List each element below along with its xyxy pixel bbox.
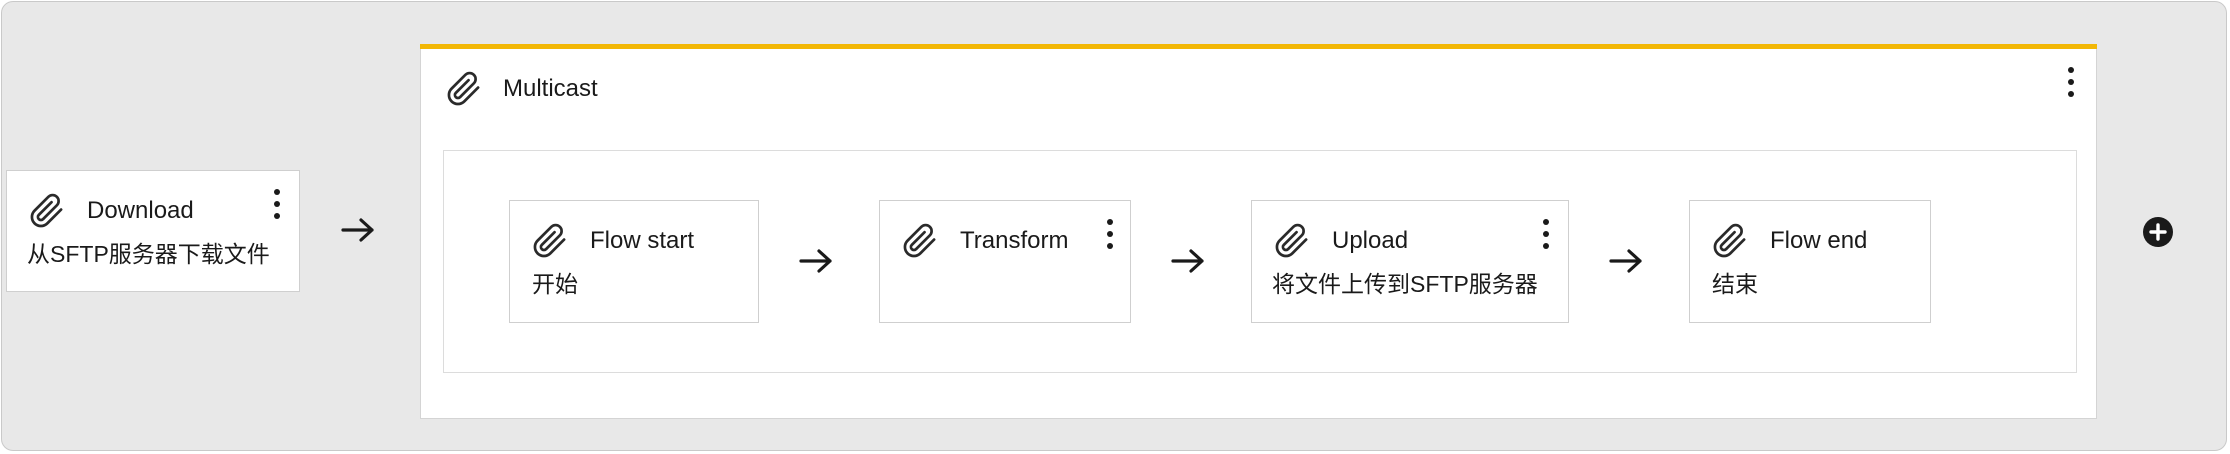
flow-start-node[interactable]: Flow start 开始 bbox=[509, 200, 759, 323]
paperclip-icon bbox=[902, 223, 938, 259]
flow-start-description: 开始 bbox=[532, 271, 578, 297]
paperclip-icon bbox=[446, 71, 482, 107]
arrow-right-icon bbox=[340, 216, 376, 244]
multicast-container[interactable]: Multicast Flow start 开始 bbox=[420, 44, 2097, 419]
multicast-branch: Flow start 开始 Transform bbox=[443, 150, 2077, 373]
transform-title: Transform bbox=[960, 227, 1069, 254]
download-node-menu-button[interactable] bbox=[269, 187, 285, 223]
upload-menu-button[interactable] bbox=[1538, 217, 1554, 253]
arrow-right-icon bbox=[1608, 247, 1644, 275]
upload-description: 将文件上传到SFTP服务器 bbox=[1272, 271, 1538, 297]
flow-end-title: Flow end bbox=[1770, 227, 1868, 254]
transform-menu-button[interactable] bbox=[1102, 217, 1118, 253]
upload-title: Upload bbox=[1332, 227, 1409, 254]
paperclip-icon bbox=[1274, 223, 1310, 259]
multicast-accent-bar bbox=[420, 44, 2097, 49]
plus-circle-icon bbox=[2143, 217, 2173, 247]
upload-node[interactable]: Upload 将文件上传到SFTP服务器 bbox=[1251, 200, 1569, 323]
flow-end-description: 结束 bbox=[1712, 271, 1758, 297]
paperclip-icon bbox=[532, 223, 568, 259]
download-node-description: 从SFTP服务器下载文件 bbox=[27, 241, 270, 267]
paperclip-icon bbox=[29, 193, 65, 229]
arrow-right-icon bbox=[1170, 247, 1206, 275]
add-step-button[interactable] bbox=[2142, 216, 2174, 248]
multicast-title: Multicast bbox=[503, 75, 598, 102]
flow-start-title: Flow start bbox=[590, 227, 695, 254]
flow-end-node[interactable]: Flow end 结束 bbox=[1689, 200, 1931, 323]
download-node[interactable]: Download 从SFTP服务器下载文件 bbox=[6, 170, 300, 292]
transform-node[interactable]: Transform bbox=[879, 200, 1131, 323]
multicast-menu-button[interactable] bbox=[2063, 65, 2079, 101]
arrow-right-icon bbox=[798, 247, 834, 275]
paperclip-icon bbox=[1712, 223, 1748, 259]
download-node-title: Download bbox=[87, 197, 194, 224]
